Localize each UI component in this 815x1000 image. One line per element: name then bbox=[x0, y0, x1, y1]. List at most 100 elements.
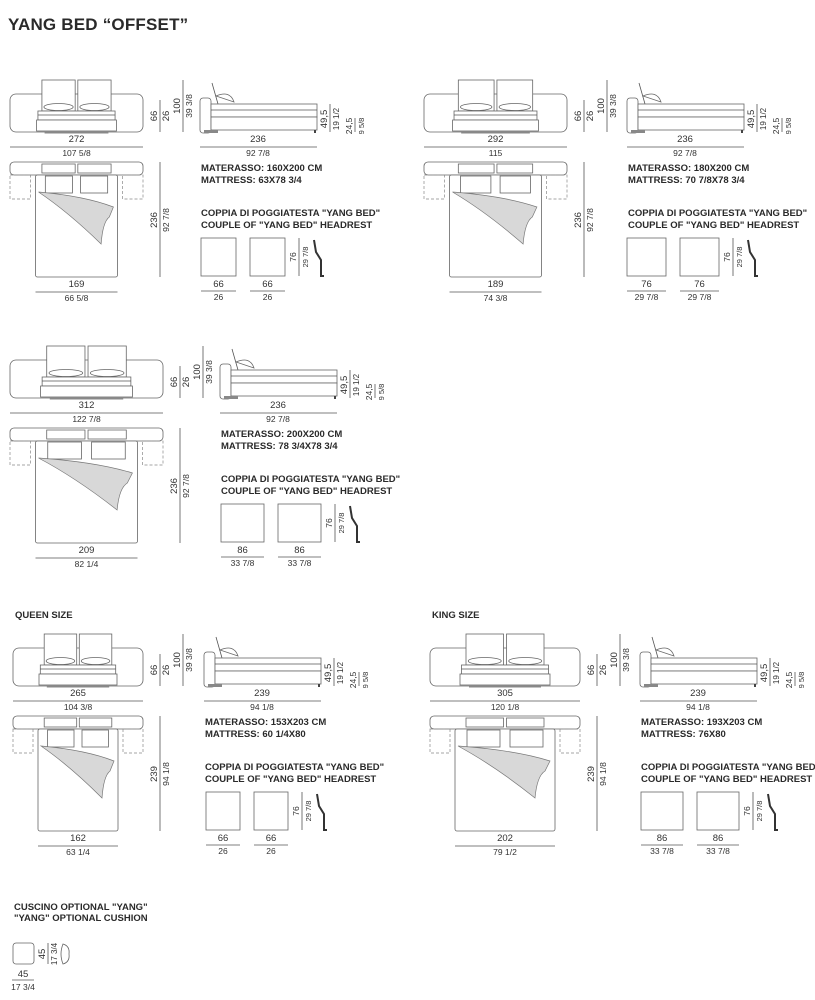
size-label: KING SIZE bbox=[432, 610, 480, 621]
height-24: 24,5 bbox=[784, 671, 794, 688]
nightstand-right bbox=[546, 174, 568, 200]
pillow-top-right bbox=[499, 175, 531, 194]
top-length: 236 bbox=[149, 212, 160, 228]
panel-height-in: 29 7/8 bbox=[301, 247, 310, 268]
mattress-label: MATTRESS: bbox=[628, 175, 685, 186]
height-49-in: 19 1/2 bbox=[772, 661, 781, 684]
page-title: YANG BED “OFFSET” bbox=[8, 15, 188, 34]
panel-width: 66 bbox=[266, 833, 277, 844]
height-100: 100 bbox=[596, 98, 607, 114]
headrest-profile bbox=[215, 636, 223, 659]
mattress-size: 76X80 bbox=[698, 729, 725, 740]
pillow-top-right bbox=[509, 729, 544, 748]
height-24: 24,5 bbox=[364, 383, 374, 400]
headrest-profile bbox=[211, 82, 219, 105]
nightstand-left bbox=[9, 174, 31, 200]
panel-width: 66 bbox=[213, 279, 224, 290]
size-label: QUEEN SIZE bbox=[15, 610, 73, 621]
pillow-top-left bbox=[44, 175, 73, 194]
pillow-side bbox=[234, 359, 255, 369]
cushion-height-in: 17 3/4 bbox=[50, 942, 59, 965]
mattress-size: 70 7/8X78 3/4 bbox=[685, 175, 745, 186]
mattress-spec: MATTRESS: 63X78 3/4 bbox=[201, 175, 302, 186]
headboard-side bbox=[219, 363, 232, 400]
mattress-spec: MATTRESS: 60 1/4X80 bbox=[205, 729, 306, 740]
pillow-right bbox=[79, 103, 110, 111]
panel-width: 86 bbox=[657, 833, 668, 844]
nightstand-right bbox=[559, 728, 581, 754]
inner-width: 202 bbox=[497, 833, 513, 844]
panel-height: 76 bbox=[288, 252, 298, 262]
front-width: 292 bbox=[488, 134, 504, 145]
inner-width: 189 bbox=[488, 279, 504, 290]
panel-width-in: 29 7/8 bbox=[688, 292, 712, 302]
headrest-title-it: COPPIA DI POGGIATESTA "YANG BED" bbox=[628, 208, 807, 219]
pillow-left bbox=[43, 103, 74, 111]
cushion-height: 45 bbox=[37, 949, 48, 960]
mattress-front bbox=[461, 664, 549, 675]
mattress-size: 60 1/4X80 bbox=[262, 729, 305, 740]
mattress-side bbox=[214, 657, 322, 672]
materasso-size: 160X200 CM bbox=[267, 163, 323, 174]
folded-sheet bbox=[38, 191, 114, 245]
headrest-top-left bbox=[41, 163, 76, 174]
panel-width: 66 bbox=[218, 833, 229, 844]
top-length-in: 92 7/8 bbox=[181, 474, 191, 498]
panel-height-in: 29 7/8 bbox=[304, 801, 313, 822]
pillow-top-right bbox=[80, 175, 109, 194]
panel-height-in: 29 7/8 bbox=[755, 801, 764, 822]
headboard-side bbox=[199, 97, 212, 134]
bed-base-front bbox=[38, 673, 118, 686]
headrest-profile-icon bbox=[349, 505, 360, 543]
top-length-in: 92 7/8 bbox=[585, 208, 595, 232]
headrest-title-en: COUPLE OF "YANG BED" HEADREST bbox=[205, 774, 376, 785]
panel-height: 76 bbox=[742, 806, 752, 816]
height-66-in: 26 bbox=[161, 665, 172, 676]
inner-width: 209 bbox=[79, 545, 95, 556]
materasso-size: 193X203 CM bbox=[707, 717, 763, 728]
pillow-side bbox=[214, 93, 235, 103]
headrest-profile-icon bbox=[767, 793, 778, 831]
leg-back bbox=[314, 130, 316, 133]
headrest-panel bbox=[253, 791, 289, 831]
height-49-in: 19 1/2 bbox=[332, 107, 341, 130]
panel-width: 86 bbox=[713, 833, 724, 844]
headrest-top-right bbox=[78, 717, 113, 728]
pillow-top-left bbox=[47, 729, 75, 748]
plinth bbox=[44, 131, 109, 134]
height-66-in: 26 bbox=[181, 377, 192, 388]
leg-back bbox=[754, 684, 756, 687]
height-100-in: 39 3/8 bbox=[204, 360, 214, 384]
front-width: 265 bbox=[70, 688, 86, 699]
pillow-top-right bbox=[81, 729, 109, 748]
height-66: 66 bbox=[586, 665, 597, 676]
cushion-width-in: 17 3/4 bbox=[11, 982, 35, 992]
front-width-in: 107 5/8 bbox=[62, 148, 91, 158]
height-66: 66 bbox=[149, 111, 160, 122]
nightstand-right bbox=[122, 728, 144, 754]
height-24-in: 9 5/8 bbox=[797, 672, 806, 689]
height-100: 100 bbox=[172, 652, 183, 668]
headboard-side bbox=[203, 651, 216, 688]
headrest-title-en: COUPLE OF "YANG BED" HEADREST bbox=[221, 486, 392, 497]
materasso-spec: MATERASSO: 160X200 CM bbox=[201, 163, 322, 174]
headboard-top bbox=[9, 427, 164, 442]
pillow-left bbox=[460, 103, 493, 111]
bed-base-front bbox=[40, 385, 133, 398]
height-100-in: 39 3/8 bbox=[608, 94, 618, 118]
panel-width-in: 33 7/8 bbox=[650, 846, 674, 856]
headrest-panel bbox=[277, 503, 322, 543]
base-side bbox=[214, 670, 322, 685]
mattress-side bbox=[230, 369, 338, 384]
top-length: 236 bbox=[573, 212, 584, 228]
height-49-in: 19 1/2 bbox=[352, 373, 361, 396]
height-24-in: 9 5/8 bbox=[377, 384, 386, 401]
height-66: 66 bbox=[149, 665, 160, 676]
